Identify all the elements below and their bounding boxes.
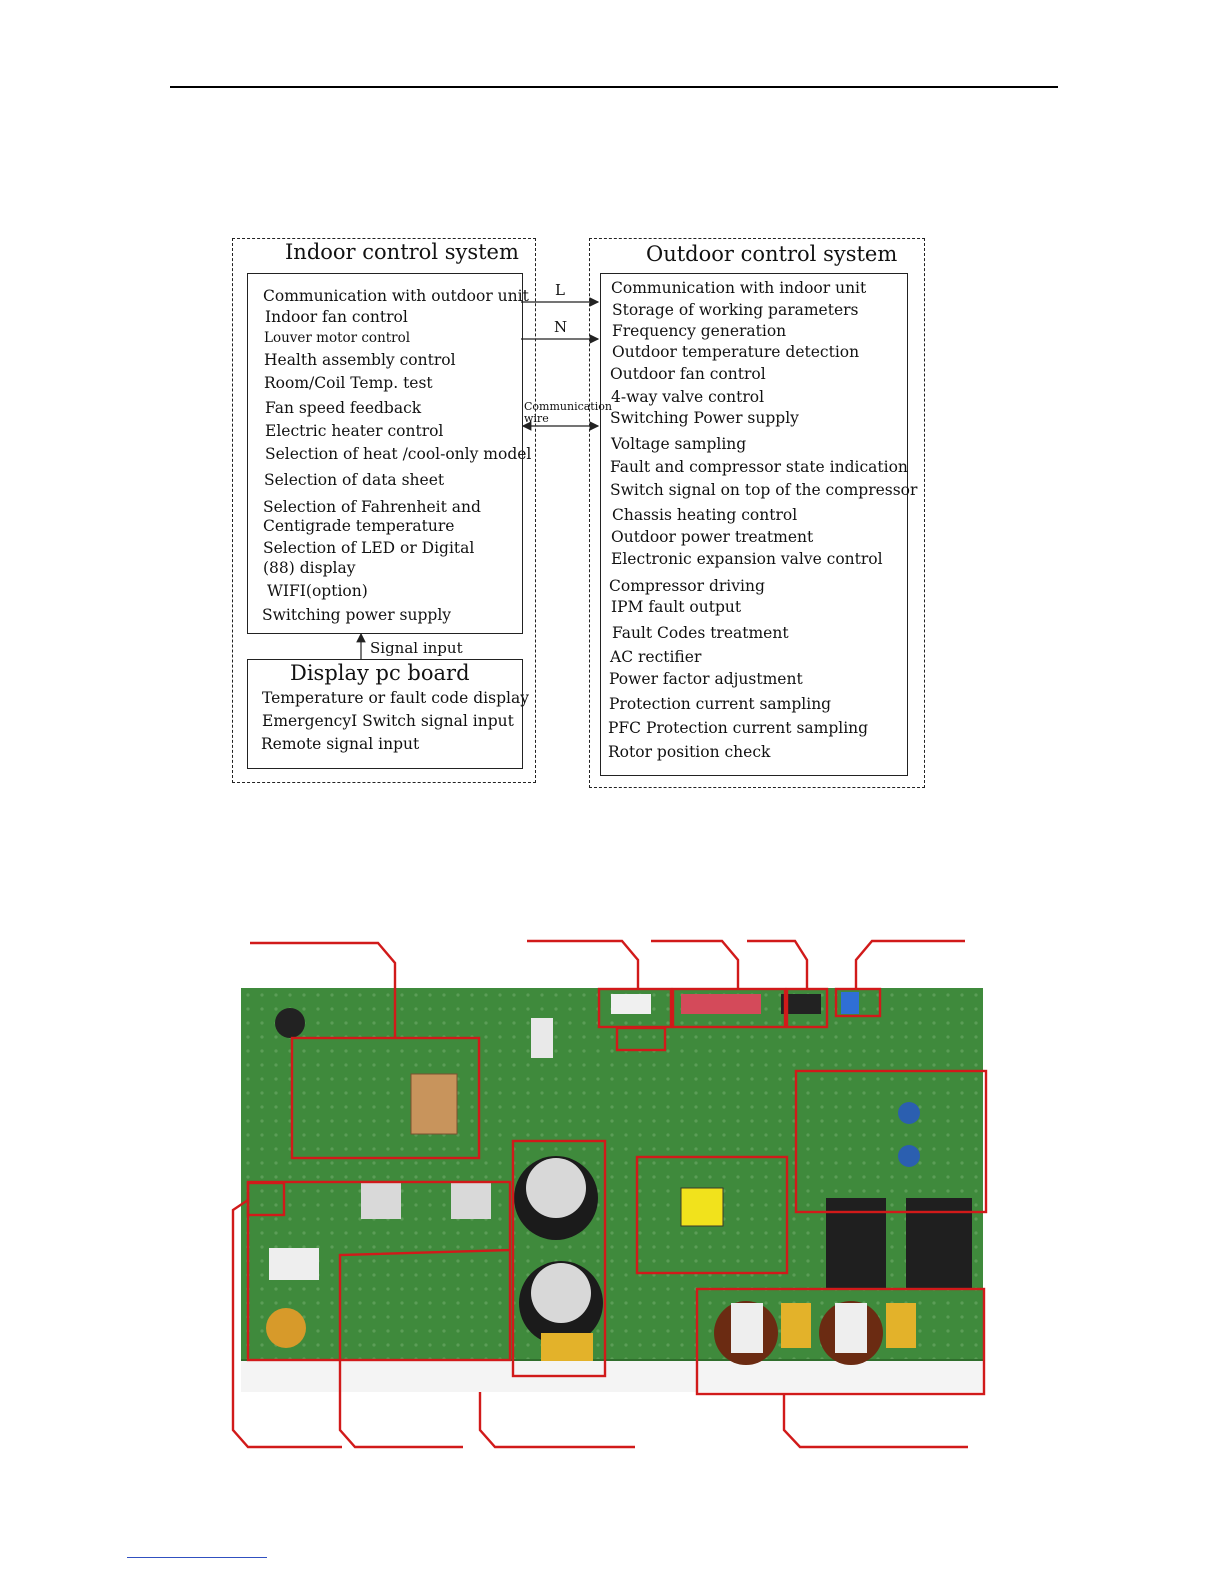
outdoor-item: Rotor position check <box>608 743 771 761</box>
leader-line-left-ic <box>231 1199 342 1449</box>
outdoor-item: Electronic expansion valve control <box>611 550 883 568</box>
outdoor-item: PFC Protection current sampling <box>608 719 869 737</box>
comm-wire-label-1: Communication <box>524 400 612 413</box>
outdoor-item: IPM fault output <box>611 598 742 616</box>
callout-box-right-module <box>794 1069 988 1214</box>
indoor-item: Centigrade temperature <box>263 517 455 535</box>
outdoor-item: AC rectifier <box>610 648 702 666</box>
outdoor-item: Communication with indoor unit <box>611 279 867 297</box>
pcb-illustration <box>241 988 983 1392</box>
indoor-item: Louver motor control <box>264 330 411 346</box>
outdoor-item: Switch signal on top of the compressor <box>610 481 918 499</box>
callout-box-left-section <box>246 1180 512 1362</box>
callout-box-connector-1 <box>597 987 673 1029</box>
outdoor-item: 4-way valve control <box>611 388 765 406</box>
indoor-system-frame <box>232 238 536 783</box>
indoor-item: Fan speed feedback <box>265 399 422 417</box>
indoor-item: Selection of Fahrenheit and <box>263 498 481 516</box>
footer-link-rule <box>127 1557 267 1558</box>
leader-line-filter <box>782 1394 968 1449</box>
indoor-item: Room/Coil Temp. test <box>264 374 433 392</box>
indoor-system-title: Indoor control system <box>285 240 519 264</box>
indoor-function-box <box>247 273 523 634</box>
leader-line-connector-4 <box>854 939 965 989</box>
header-rule <box>170 86 1058 88</box>
indoor-item: Indoor fan control <box>265 308 408 326</box>
outdoor-system-frame <box>589 238 925 788</box>
outdoor-item: Outdoor fan control <box>610 365 766 383</box>
display-item: Temperature or fault code display <box>262 689 529 707</box>
indoor-item: Electric heater control <box>265 422 444 440</box>
callout-box-filter <box>695 1287 986 1396</box>
indoor-item: Switching power supply <box>262 606 452 624</box>
callout-box-relay <box>290 1036 481 1160</box>
line-l-label: L <box>555 281 565 299</box>
indoor-item: WIFI(option) <box>267 582 368 600</box>
indoor-item: Health assembly control <box>264 351 456 369</box>
display-board-title: Display pc board <box>290 661 470 685</box>
callout-box-switching-power <box>635 1155 789 1275</box>
outdoor-item: Power factor adjustment <box>609 670 803 688</box>
display-board-box <box>247 659 523 769</box>
outdoor-item: Voltage sampling <box>611 435 747 453</box>
indoor-item: Selection of heat /cool-only model <box>265 445 532 463</box>
outdoor-item: Compressor driving <box>609 577 765 595</box>
callout-box-left-ic <box>246 1181 286 1217</box>
indoor-item: Selection of LED or Digital <box>263 539 475 557</box>
outdoor-system-title: Outdoor control system <box>646 242 898 266</box>
comm-wire-label-2: wire <box>524 412 549 425</box>
leader-line-connector-1 <box>527 939 640 989</box>
signal-input-label: Signal input <box>370 639 463 657</box>
outdoor-item: Frequency generation <box>612 322 787 340</box>
leader-line-connector-3 <box>747 939 809 989</box>
outdoor-item: Protection current sampling <box>609 695 832 713</box>
outdoor-item: Switching Power supply <box>610 409 799 427</box>
callout-box-connector-3 <box>785 987 829 1029</box>
callout-box-capacitors <box>511 1139 607 1378</box>
line-n-label: N <box>554 318 568 336</box>
outdoor-item: Outdoor power treatment <box>611 528 814 546</box>
leader-line-connector-2 <box>651 939 740 989</box>
callout-box-connector-5 <box>615 1026 667 1052</box>
indoor-item: (88) display <box>263 559 356 577</box>
leader-line-capacitors <box>478 1392 635 1449</box>
callout-box-connector-4 <box>834 987 882 1018</box>
indoor-item: Communication with outdoor unit <box>263 287 529 305</box>
leader-line-left-section <box>338 1248 511 1449</box>
callout-box-connector-2 <box>671 987 787 1029</box>
display-item: EmergencyI Switch signal input <box>262 712 514 730</box>
outdoor-item: Chassis heating control <box>612 506 798 524</box>
indoor-item: Selection of data sheet <box>264 471 445 489</box>
display-item: Remote signal input <box>261 735 420 753</box>
outdoor-item: Fault and compressor state indication <box>610 458 908 476</box>
outdoor-function-box <box>600 273 908 776</box>
outdoor-item: Outdoor temperature detection <box>612 343 860 361</box>
outdoor-item: Storage of working parameters <box>612 301 859 319</box>
leader-line-relay <box>250 941 397 1038</box>
outdoor-item: Fault Codes treatment <box>612 624 789 642</box>
outdoor-pcb-photo <box>241 988 983 1392</box>
